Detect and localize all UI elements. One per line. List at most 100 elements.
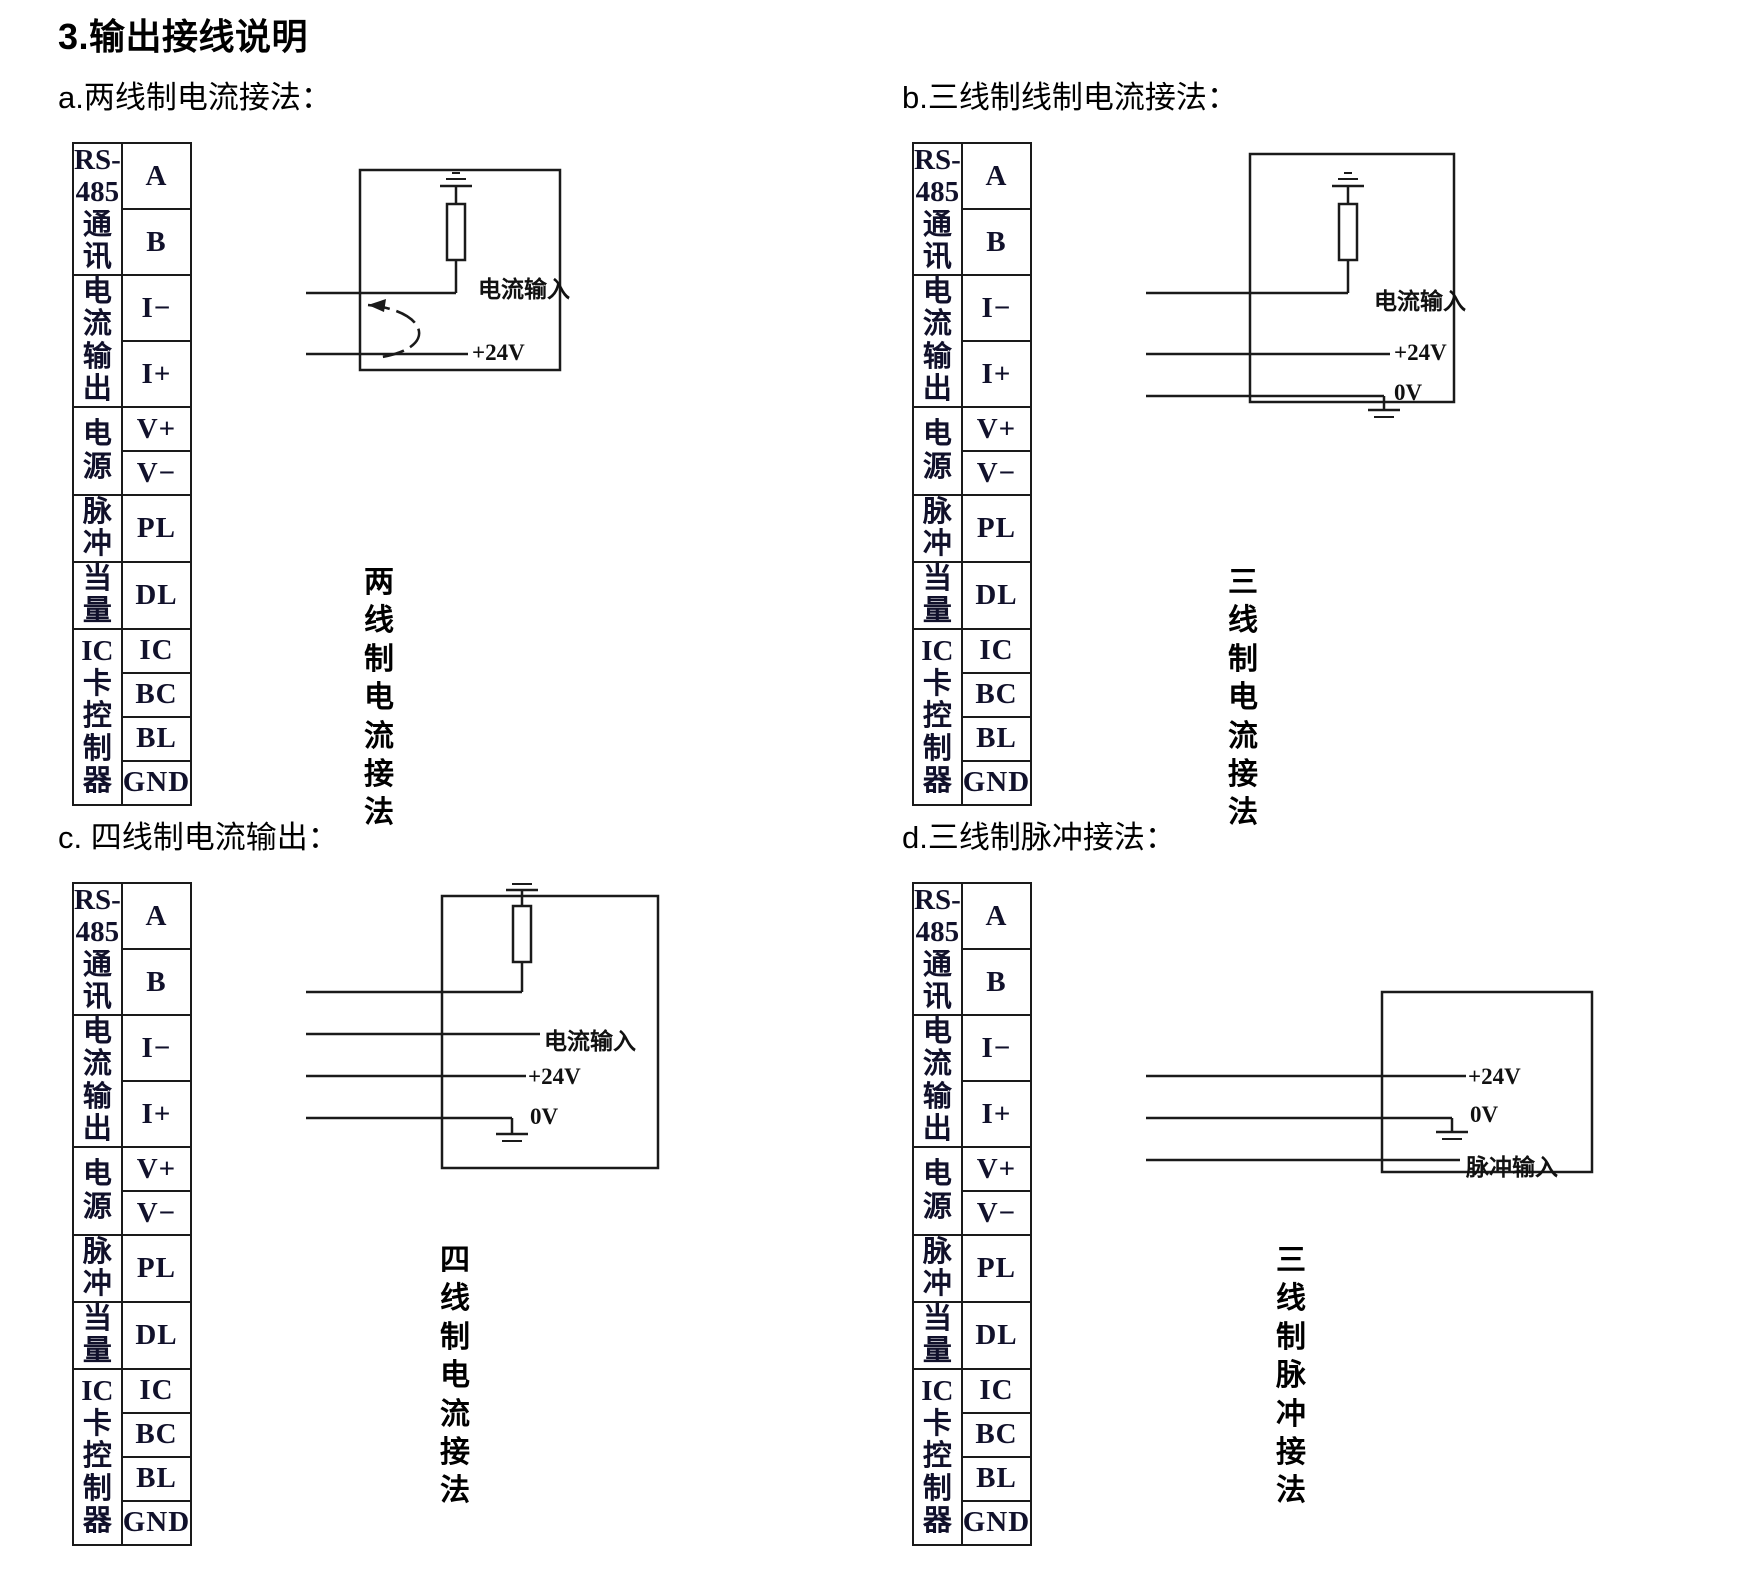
terminal-group-label: 当量 (72, 560, 123, 630)
terminal-group-label: 电流输出 (912, 273, 963, 408)
terminal-row: GND (913, 1499, 1033, 1546)
panel-b-caption: 三线制电 流接法 (1228, 566, 1258, 830)
terminal-group-label: IC卡控制器 (912, 1367, 963, 1546)
label-current-input-c: 电流输入 (544, 1028, 636, 1054)
terminal-group-label: 电源 (72, 1145, 123, 1236)
terminal-signal-label: GND (120, 759, 193, 806)
terminal-row: I+ (73, 339, 193, 408)
terminal-signal-label: A (960, 882, 1033, 950)
terminal-group-label: 脉冲 (72, 493, 123, 563)
schematic-a: 电流输入 +24V (306, 142, 616, 402)
terminal-signal-label: I− (120, 273, 193, 342)
terminal-signal-label: GND (960, 1499, 1033, 1546)
terminal-signal-label: V+ (960, 1145, 1033, 1192)
terminal-group-label: IC卡控制器 (72, 1367, 123, 1546)
terminal-group-label: 当量 (72, 1300, 123, 1370)
terminal-signal-label: IC (960, 627, 1033, 674)
label-current-input-b: 电流输入 (1374, 288, 1466, 314)
terminal-signal-label: V− (960, 449, 1033, 496)
label-24v-c: +24V (528, 1064, 581, 1089)
terminal-group-label: 电源 (912, 1145, 963, 1236)
terminal-signal-label: V− (960, 1189, 1033, 1236)
terminal-group-label: 脉冲 (72, 1233, 123, 1303)
terminal-signal-label: I+ (120, 339, 193, 408)
terminal-signal-label: BC (120, 1411, 193, 1458)
terminal-row: BL (73, 715, 193, 762)
terminal-group-label: 电流输出 (72, 1013, 123, 1148)
terminal-signal-label: V− (120, 449, 193, 496)
panel-c-caption: 四线制电 流接法 (440, 1244, 470, 1508)
terminal-row: BL (73, 1455, 193, 1502)
terminal-row: B (913, 207, 1033, 276)
terminal-group-label: 当量 (912, 560, 963, 630)
terminal-group-label: 脉冲 (912, 493, 963, 563)
panel-d-caption: 三线制脉 冲接法 (1276, 1244, 1306, 1508)
terminal-group-label: 电源 (72, 405, 123, 496)
terminal-row: BC (913, 671, 1033, 718)
panel-a-title: a.两线制电流接法： (58, 80, 332, 115)
terminal-signal-label: PL (960, 1233, 1033, 1303)
panel-b-title: b.三线制线制电流接法： (902, 80, 1238, 115)
label-0v-c: 0V (530, 1104, 559, 1129)
terminal-group-label-line2: 输出 (82, 1080, 112, 1146)
terminal-row: V− (913, 449, 1033, 496)
terminal-group-label: 电流输出 (912, 1013, 963, 1148)
terminal-row: V− (73, 449, 193, 496)
terminal-signal-label: I+ (960, 1079, 1033, 1148)
terminal-signal-label: B (960, 947, 1033, 1016)
terminal-signal-label: BL (960, 715, 1033, 762)
terminal-signal-label: I+ (960, 339, 1033, 408)
terminal-signal-label: DL (120, 1300, 193, 1370)
panel-c-title: c. 四线制电流输出： (58, 820, 339, 855)
terminal-group-label: 当量 (912, 1300, 963, 1370)
terminal-signal-label: DL (120, 560, 193, 630)
terminal-row: BL (913, 1455, 1033, 1502)
terminal-group-label-line2: 输出 (922, 1080, 952, 1146)
schematic-c: 电流输入 +24V 0V (306, 882, 660, 1182)
label-24v-d: +24V (1468, 1064, 1521, 1089)
terminal-signal-label: B (120, 947, 193, 1016)
terminal-signal-label: V+ (120, 405, 193, 452)
label-24v-b: +24V (1394, 340, 1447, 365)
label-pulse-input-d: 脉冲输入 (1466, 1154, 1558, 1180)
terminal-signal-label: B (120, 207, 193, 276)
terminal-signal-label: I− (120, 1013, 193, 1082)
terminal-signal-label: I− (960, 1013, 1033, 1082)
label-0v-d: 0V (1470, 1102, 1499, 1127)
panel-d-title: d.三线制脉冲接法： (902, 820, 1176, 855)
panel-a-caption: 两线制电 流接法 (364, 566, 394, 830)
terminal-signal-label: BL (120, 715, 193, 762)
terminal-signal-label: A (960, 142, 1033, 210)
terminal-group-label-line2: 通讯 (82, 948, 112, 1014)
terminal-signal-label: GND (960, 759, 1033, 806)
terminal-row: I+ (73, 1079, 193, 1148)
label-24v-a: +24V (472, 340, 525, 365)
terminal-signal-label: BL (960, 1455, 1033, 1502)
terminal-group-label: 电源 (912, 405, 963, 496)
terminal-signal-label: DL (960, 560, 1033, 630)
terminal-signal-label: IC (120, 1367, 193, 1414)
terminal-signal-label: IC (120, 627, 193, 674)
